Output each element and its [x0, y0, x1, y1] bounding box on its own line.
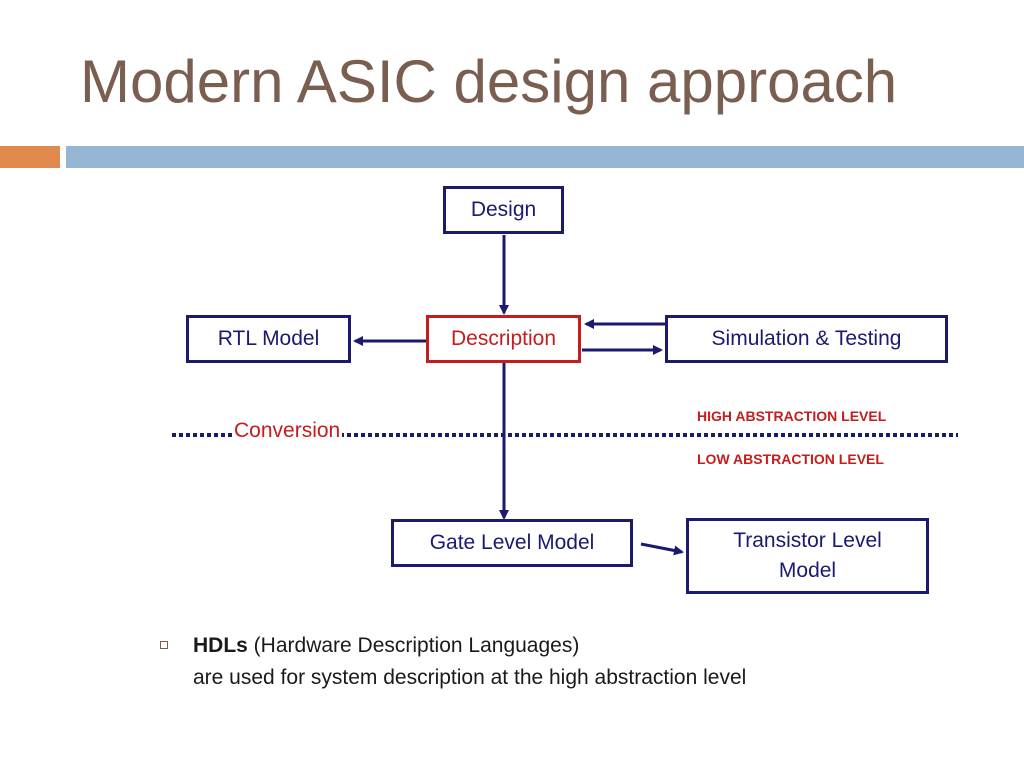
bullet-line-2: are used for system description at the h…	[193, 666, 747, 689]
rtl-model-node-label: RTL Model	[217, 327, 320, 350]
bullet-expansion: (Hardware Description Languages)	[247, 634, 580, 657]
gate-level-model-node: Gate Level Model	[391, 519, 633, 567]
arrow-gate-to-transistor	[640, 542, 684, 556]
simulation-testing-node-label: Simulation & Testing	[711, 327, 902, 350]
conversion-label: Conversion	[232, 418, 343, 444]
transistor-level-model-label-line2: Model	[778, 559, 837, 582]
bullet-line-1: HDLs (Hardware Description Languages)	[193, 627, 579, 665]
design-node-label: Design	[470, 198, 537, 221]
bullet-term: HDLs	[193, 634, 248, 657]
design-node: Design	[443, 186, 564, 234]
accent-bar-blue	[66, 146, 1024, 168]
high-abstraction-label: HIGH ABSTRACTION LEVEL	[697, 408, 887, 424]
accent-bar-orange	[0, 146, 60, 168]
rtl-model-node: RTL Model	[186, 315, 351, 363]
square-bullet-icon	[160, 641, 168, 649]
low-abstraction-label: LOW ABSTRACTION LEVEL	[697, 451, 884, 467]
slide-title: Modern ASIC design approach	[80, 48, 898, 115]
gate-level-model-node-label: Gate Level Model	[429, 531, 595, 554]
simulation-testing-node: Simulation & Testing	[665, 315, 948, 363]
description-node-label: Description	[450, 327, 557, 350]
transistor-level-model-node: Transistor Level Model	[686, 518, 929, 594]
description-node: Description	[426, 315, 581, 363]
transistor-level-model-label-line1: Transistor Level	[733, 529, 882, 552]
